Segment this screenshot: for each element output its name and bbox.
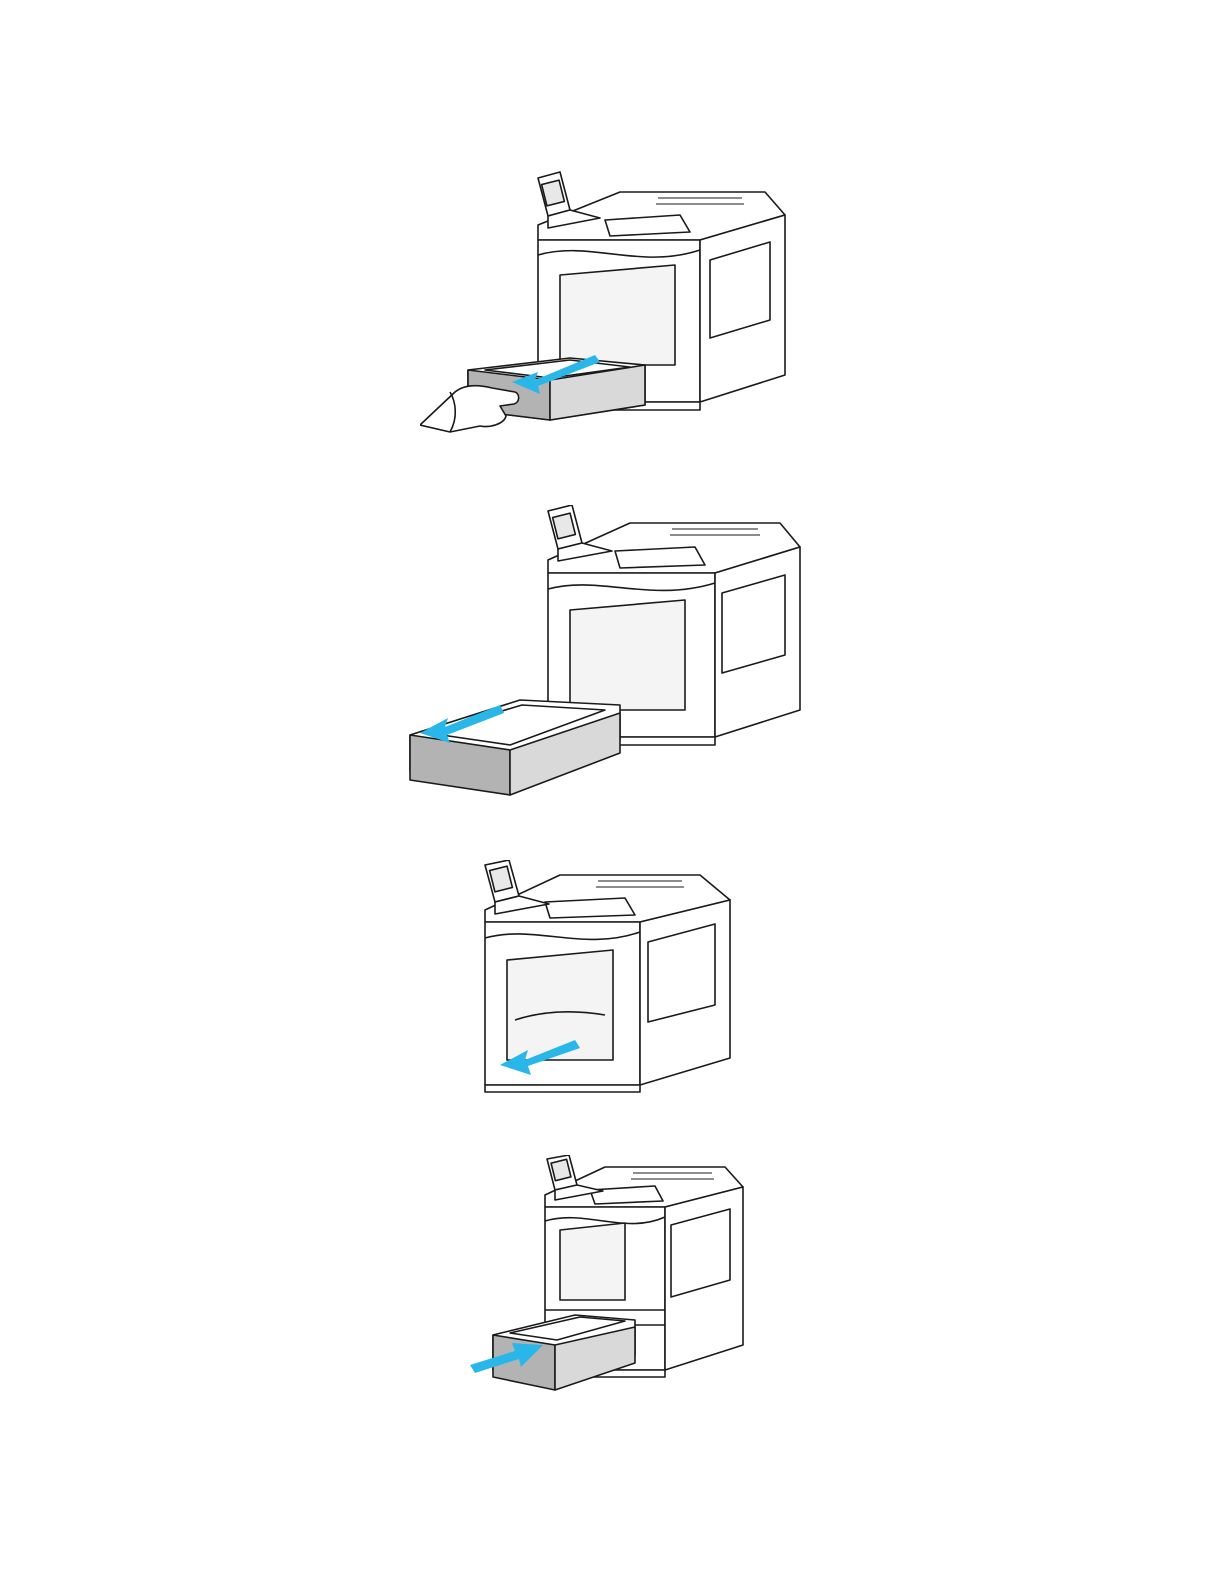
figure-step-1	[420, 170, 790, 440]
printer-illustration	[420, 170, 790, 440]
figure-step-2	[400, 505, 810, 810]
printer-illustration	[465, 860, 740, 1095]
figure-step-4	[465, 1155, 750, 1400]
printer-illustration	[465, 1155, 750, 1400]
figure-step-3	[465, 860, 740, 1095]
printer-illustration	[400, 505, 810, 810]
